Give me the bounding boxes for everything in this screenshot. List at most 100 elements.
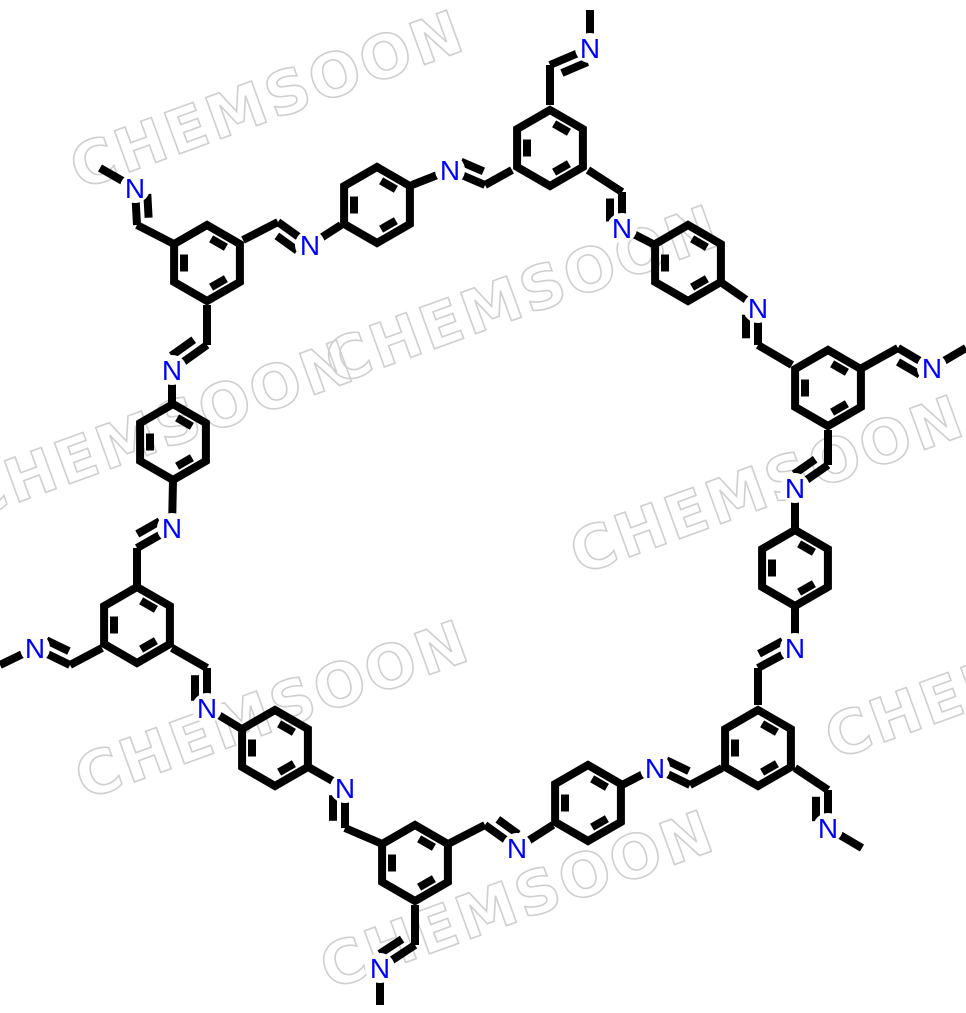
phenylene-linker-ring [651, 220, 725, 306]
aromatic-inner-bond [209, 235, 228, 251]
phenylene-linker-ring [238, 705, 312, 791]
atom-label-backdrop [917, 353, 947, 383]
imine-double-bond-offset [560, 58, 590, 77]
nitrogen-atom-label: N [748, 293, 768, 324]
single-bond [135, 221, 174, 247]
aromatic-inner-bond [797, 540, 816, 556]
single-bond [170, 644, 209, 672]
phenylene-linker-ring [551, 760, 625, 846]
watermark-text: CHEMSOON [61, 0, 474, 204]
aromatic-inner-bond [590, 815, 609, 831]
nitrogen-atom-label: N [922, 353, 942, 384]
atom-label-backdrop [607, 213, 637, 243]
nitrogen-atom-label: N [25, 633, 45, 664]
atom-label-backdrop [157, 355, 187, 385]
benzene-node-ring [170, 220, 244, 306]
atom-label-backdrop [780, 473, 810, 503]
watermark-text: CHEMSOON [0, 327, 365, 535]
single-bond [792, 764, 831, 794]
phenylene-linker-ring [758, 525, 832, 611]
imine-double-bond-offset [459, 158, 485, 175]
atom-label-backdrop [330, 773, 360, 803]
aromatic-inner-bond [277, 720, 296, 736]
imine-double-bond-offset [143, 193, 153, 218]
atom-label-backdrop [20, 633, 50, 663]
atom-label-backdrop [502, 833, 532, 863]
atom-label-backdrop [575, 33, 605, 63]
nitrogen-atom-label: N [580, 33, 600, 64]
atom-label-backdrop [295, 230, 325, 260]
atom-label-backdrop [780, 633, 810, 663]
benzene-node-ring [721, 705, 795, 791]
nitrogen-atom-label: N [197, 693, 217, 724]
watermark-text: CHEMSOON [816, 567, 966, 775]
aromatic-inner-bond [690, 235, 709, 251]
aromatic-inner-bond [830, 400, 849, 416]
imine-double-bond-offset [791, 456, 818, 478]
nitrogen-atom-label: N [300, 230, 320, 261]
benzene-node-ring [791, 345, 865, 431]
aromatic-inner-bond [417, 875, 436, 891]
imine-double-bond-offset [757, 637, 785, 658]
watermark-text: CHEMSOON [316, 192, 729, 400]
aromatic-inner-bond [760, 720, 779, 736]
single-bond [241, 218, 280, 244]
imine-double-bond-offset [377, 935, 405, 958]
benzene-node-ring [100, 582, 174, 668]
imine-double-bond-offset [274, 232, 300, 254]
atom-label-backdrop [120, 173, 150, 203]
aromatic-inner-bond [139, 597, 158, 613]
nitrogen-atom-label: N [162, 355, 182, 386]
aromatic-inner-bond [552, 120, 571, 136]
phenylene-linker-ring [340, 162, 414, 248]
atom-label-backdrop [192, 693, 222, 723]
aromatic-inner-bond [830, 360, 849, 376]
phenylene-linker-ring [136, 399, 210, 485]
aromatic-inner-bond [379, 217, 398, 233]
imine-double-bond-offset [135, 517, 162, 538]
benzene-node-ring [513, 105, 587, 191]
nitrogen-atom-label: N [125, 173, 145, 204]
single-bond [448, 821, 487, 847]
aromatic-inner-bond [590, 775, 609, 791]
single-bond [860, 344, 900, 372]
nitrogen-atom-label: N [162, 513, 182, 544]
imine-double-bond-offset [44, 636, 71, 655]
nitrogen-atom-label: N [818, 813, 838, 844]
nitrogen-atom-label: N [440, 155, 460, 186]
ring-layer [100, 105, 865, 906]
aromatic-inner-bond [277, 760, 296, 776]
single-bond [688, 764, 724, 789]
nitrogen-atom-label: N [370, 953, 390, 984]
aromatic-inner-bond [209, 275, 228, 291]
aromatic-inner-bond [175, 454, 194, 470]
atom-label-backdrop [743, 293, 773, 323]
aromatic-inner-bond [417, 835, 436, 851]
nitrogen-atom-label: N [507, 833, 527, 864]
atom-label-backdrop [157, 513, 187, 543]
aromatic-inner-bond [552, 160, 571, 176]
nitrogen-atom-label: N [645, 753, 665, 784]
aromatic-inner-bond [690, 275, 709, 291]
atom-label-backdrop [813, 813, 843, 843]
single-bond [343, 824, 382, 847]
imine-double-bond-offset [895, 358, 922, 379]
aromatic-inner-bond [139, 637, 158, 653]
single-bond [68, 644, 104, 669]
imine-double-bond-offset [495, 816, 521, 838]
aromatic-inner-bond [797, 580, 816, 596]
aromatic-inner-bond [760, 760, 779, 776]
nitrogen-atom-label: N [785, 633, 805, 664]
single-bond [585, 166, 625, 196]
nitrogen-atom-label: N [335, 773, 355, 804]
nitrogen-atom-label: N [785, 473, 805, 504]
atom-label-backdrop [640, 753, 670, 783]
single-bond [483, 166, 514, 189]
single-bond [755, 341, 795, 369]
atom-label-backdrop [365, 953, 395, 983]
aromatic-inner-bond [379, 177, 398, 193]
benzene-node-ring [378, 820, 452, 906]
